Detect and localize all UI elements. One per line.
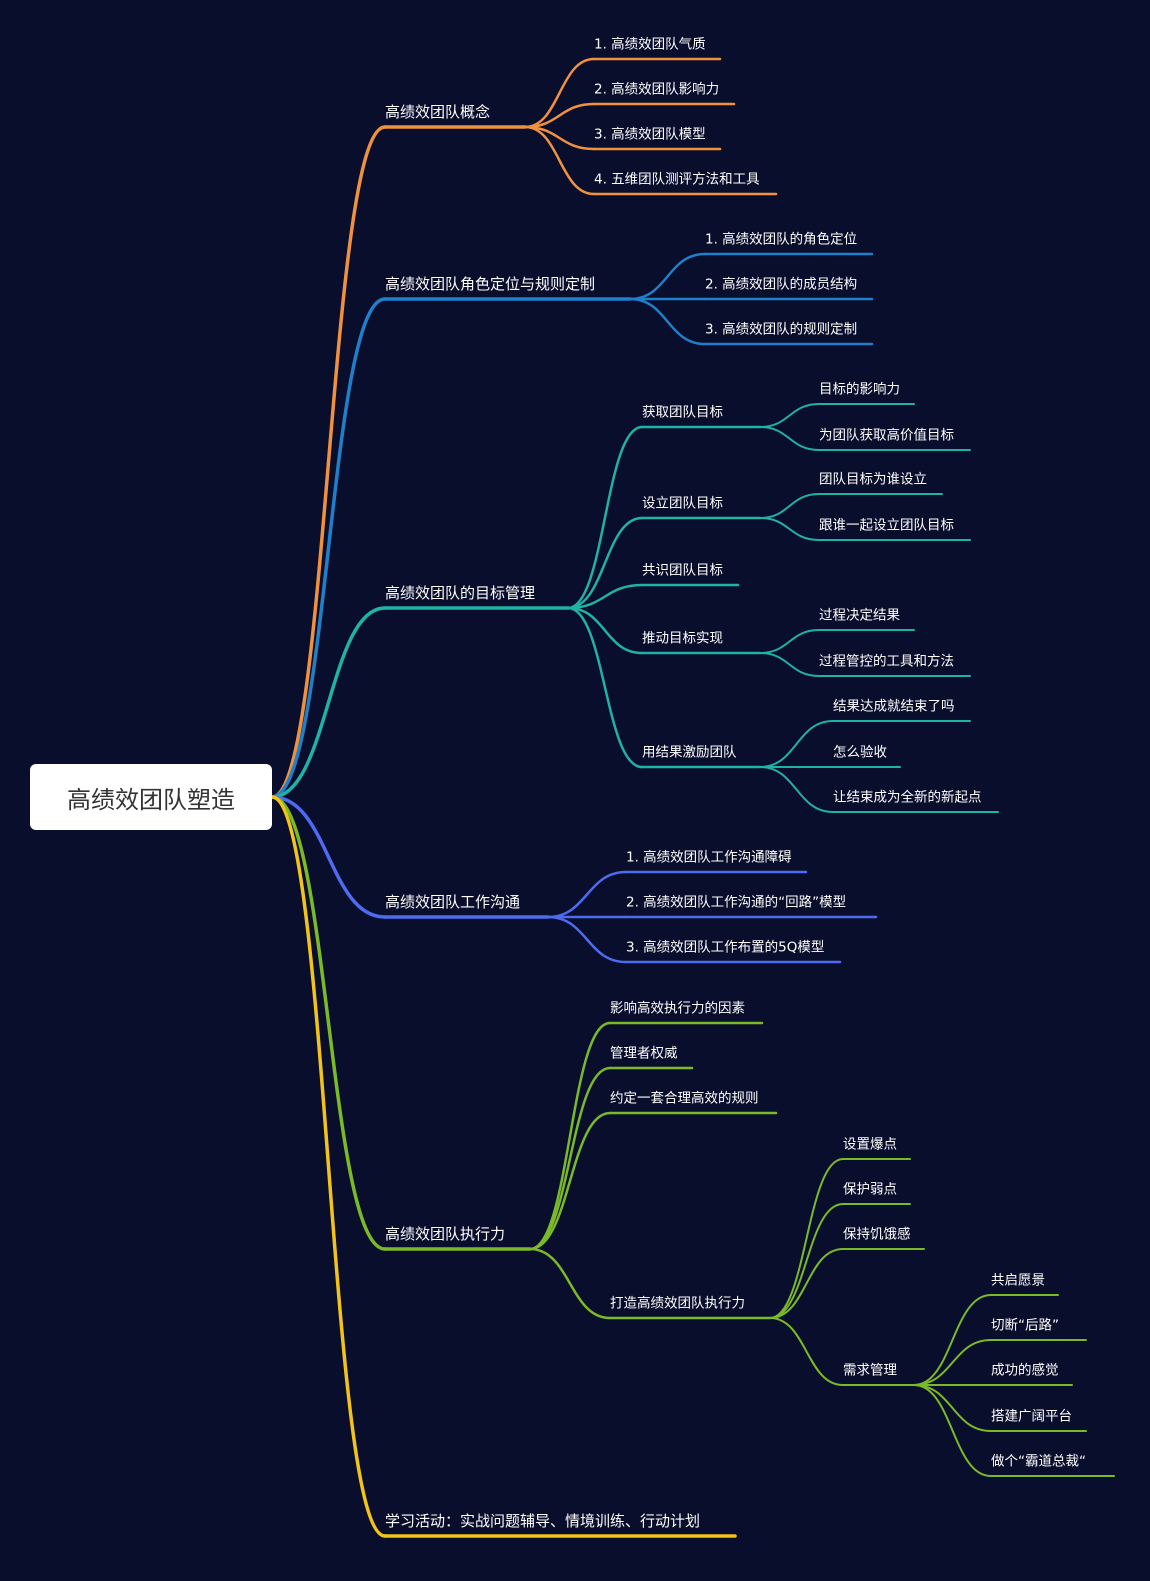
root-label: 高绩效团队塑造: [67, 785, 235, 814]
branch-connector: [759, 652, 820, 677]
branch-connector: [528, 1021, 612, 1251]
topic-level3-2-4-2[interactable]: 让结束成为全新的新起点: [833, 789, 982, 806]
topic-level2-1-2[interactable]: 3. 高绩效团队的规则定制: [705, 321, 858, 338]
branch-connector: [566, 606, 644, 655]
topic-level3-2-4-1[interactable]: 怎么验收: [833, 744, 887, 761]
branch-connector: [523, 57, 596, 129]
branch-connector: [566, 425, 644, 610]
topic-level1-1[interactable]: 高绩效团队角色定位与规则定制: [385, 275, 596, 293]
branch-connector: [528, 1247, 612, 1320]
topic-level2-0-0[interactable]: 1. 高绩效团队气质: [594, 36, 706, 53]
topic-level2-0-3[interactable]: 4. 五维团队测评方法和工具: [594, 171, 760, 188]
branch-connector: [523, 125, 596, 196]
topic-level1-4[interactable]: 高绩效团队执行力: [385, 1225, 506, 1243]
topic-level2-0-1[interactable]: 2. 高绩效团队影响力: [594, 81, 720, 98]
topic-level4-4-3-3-3[interactable]: 搭建广阔平台: [991, 1408, 1072, 1425]
topic-level2-3-2[interactable]: 3. 高绩效团队工作布置的5Q模型: [626, 939, 825, 956]
topic-level2-3-1[interactable]: 2. 高绩效团队工作沟通的“回路”模型: [626, 894, 847, 911]
topic-level3-2-1-0[interactable]: 团队目标为谁设立: [819, 471, 927, 488]
branch-connector: [913, 1384, 992, 1432]
branch-connector: [769, 1203, 844, 1319]
branch-connector: [270, 606, 387, 799]
topic-level2-4-2[interactable]: 约定一套合理高效的规则: [610, 1090, 759, 1107]
topic-level2-0-2[interactable]: 3. 高绩效团队模型: [594, 126, 706, 143]
topic-level1-3[interactable]: 高绩效团队工作沟通: [385, 893, 521, 911]
topic-level3-2-0-1[interactable]: 为团队获取高价值目标: [819, 427, 954, 444]
branch-connector: [546, 870, 628, 919]
topic-level3-2-3-1[interactable]: 过程管控的工具和方法: [819, 653, 954, 670]
topic-level2-2-0[interactable]: 获取团队目标: [642, 404, 723, 421]
branch-connector: [270, 795, 387, 919]
topic-level3-2-0-0[interactable]: 目标的影响力: [819, 381, 900, 398]
topic-level1-5[interactable]: 学习活动：实战问题辅导、情境训练、行动计划: [385, 1512, 701, 1530]
topic-level4-4-3-3-4[interactable]: 做个“霸道总裁“: [991, 1453, 1086, 1470]
branch-connector: [566, 516, 644, 610]
branch-connector: [546, 915, 628, 964]
branch-connector: [759, 403, 820, 428]
branch-connector: [759, 766, 834, 813]
branch-connector: [769, 1248, 844, 1319]
branch-connector: [759, 720, 834, 768]
topic-level1-0[interactable]: 高绩效团队概念: [385, 103, 491, 121]
topic-level2-2-2[interactable]: 共识团队目标: [642, 562, 723, 579]
topic-level3-2-4-0[interactable]: 结果达成就结束了吗: [833, 698, 955, 715]
topic-level3-4-3-0[interactable]: 设置爆点: [843, 1136, 897, 1153]
topic-level2-4-1[interactable]: 管理者权威: [610, 1045, 678, 1062]
topic-level2-4-3[interactable]: 打造高绩效团队执行力: [610, 1295, 745, 1312]
branch-connector: [270, 795, 387, 1251]
topic-level4-4-3-3-0[interactable]: 共启愿景: [991, 1272, 1045, 1289]
branch-connector: [913, 1384, 992, 1477]
topic-level2-4-0[interactable]: 影响高效执行力的因素: [610, 1000, 745, 1017]
branch-connector: [759, 426, 820, 451]
branch-connector: [759, 629, 820, 654]
branch-connector: [769, 1317, 844, 1386]
topic-level2-2-4[interactable]: 用结果激励团队: [642, 744, 737, 761]
topic-level3-4-3-3[interactable]: 需求管理: [843, 1362, 897, 1379]
branch-connector: [628, 297, 707, 346]
branch-connector: [270, 795, 387, 1538]
topic-level2-2-1[interactable]: 设立团队目标: [642, 495, 723, 512]
branch-connector: [523, 102, 596, 129]
topic-level2-1-1[interactable]: 2. 高绩效团队的成员结构: [705, 276, 858, 293]
branch-connector: [528, 1111, 612, 1251]
branch-connector: [913, 1339, 992, 1386]
branch-connector: [270, 297, 387, 799]
branch-connector: [628, 252, 707, 301]
topic-level4-4-3-3-1[interactable]: 切断“后路”: [991, 1317, 1059, 1334]
branch-connector: [566, 583, 644, 610]
topic-level2-1-0[interactable]: 1. 高绩效团队的角色定位: [705, 231, 858, 248]
topic-level3-2-3-0[interactable]: 过程决定结果: [819, 607, 900, 624]
branch-connector: [528, 1066, 612, 1251]
branch-connector: [769, 1158, 844, 1319]
branch-connector: [759, 517, 820, 541]
topic-level2-2-3[interactable]: 推动目标实现: [642, 630, 723, 647]
root-node[interactable]: 高绩效团队塑造: [30, 764, 272, 830]
branch-connector: [913, 1294, 992, 1386]
topic-level3-4-3-1[interactable]: 保护弱点: [843, 1181, 897, 1198]
topic-level4-4-3-3-2[interactable]: 成功的感觉: [991, 1362, 1059, 1379]
branch-connector: [270, 125, 387, 799]
branch-connector: [566, 606, 644, 769]
topic-level1-2[interactable]: 高绩效团队的目标管理: [385, 584, 536, 602]
topic-level2-3-0[interactable]: 1. 高绩效团队工作沟通障碍: [626, 849, 792, 866]
topic-level3-2-1-1[interactable]: 跟谁一起设立团队目标: [819, 517, 954, 534]
branch-connector: [759, 493, 820, 519]
topic-level3-4-3-2[interactable]: 保持饥饿感: [843, 1226, 911, 1243]
